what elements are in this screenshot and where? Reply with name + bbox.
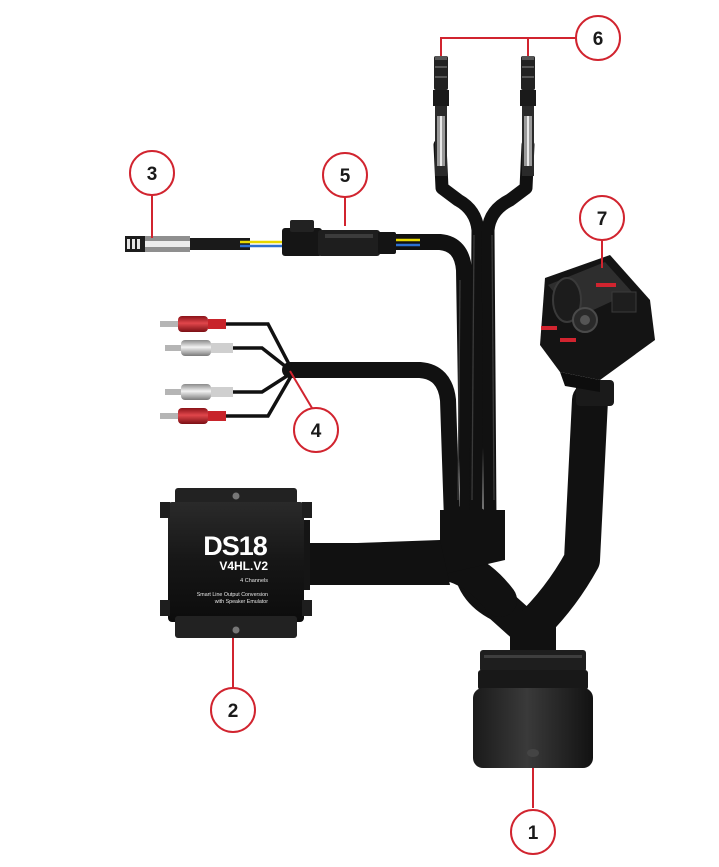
callout-3-label: 3 [147,164,158,185]
module-desc-line2: with Speaker Emulator [215,599,269,605]
main-plug-1 [473,612,593,768]
rca-cable [282,362,460,528]
connector5-cable [387,234,476,528]
connector-6-plugs [433,56,536,176]
module-model: V4HL.V2 [219,559,268,573]
callout-3: 3 [129,150,175,196]
converter-module: DS18 V4HL.V2 4 Channels Smart Line Outpu… [160,488,312,638]
callout-6-label: 6 [593,29,604,50]
callout-7-label: 7 [597,209,608,230]
rca-plugs [160,316,292,424]
splice-body [440,510,505,575]
callout-2-label: 2 [228,701,239,722]
branch-cable-7 [510,382,608,648]
split-cable-left [433,138,485,527]
connector-3-plug [125,236,285,252]
callout-2: 2 [210,687,256,733]
callout-5: 5 [322,152,368,198]
split-cable-right [481,138,535,527]
callout-4-label: 4 [311,421,322,442]
module-channels: 4 Channels [240,578,268,584]
callout-7: 7 [579,195,625,241]
module-brand-logo: DS18 [203,531,268,561]
callout-1-label: 1 [528,823,539,844]
module-desc-line1: Smart Line Output Conversion [197,592,268,598]
callout-5-label: 5 [340,166,351,187]
callout-6: 6 [575,15,621,61]
callout-leaders [151,37,603,808]
connector-7-plug [540,255,655,406]
callout-1: 1 [510,809,556,855]
connector-5-plug [282,220,420,256]
callout-4: 4 [293,407,339,453]
